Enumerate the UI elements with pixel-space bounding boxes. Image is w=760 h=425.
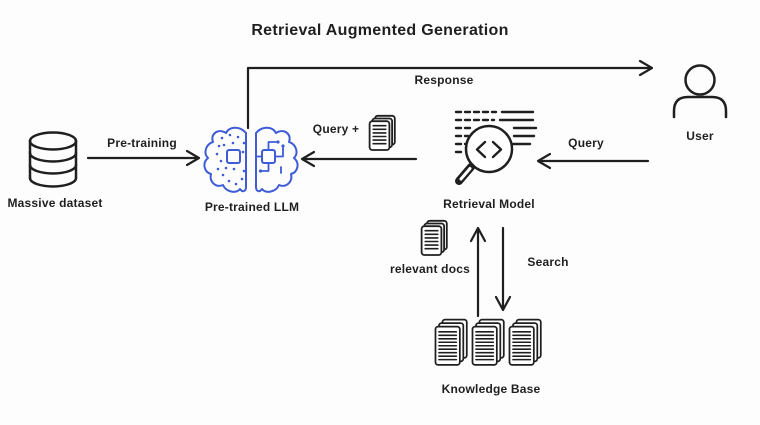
database-icon <box>28 131 78 188</box>
pretrained-llm-label: Pre-trained LLM <box>204 200 300 214</box>
response-arrow <box>246 59 654 130</box>
query-arrow <box>536 152 650 170</box>
search-label: Search <box>527 255 569 269</box>
query-plus-label: Query + <box>312 122 360 136</box>
query-plus-arrow <box>300 150 418 168</box>
relevant-docs-icon <box>420 219 448 256</box>
response-label: Response <box>414 73 474 87</box>
massive-dataset-label: Massive dataset <box>7 196 103 210</box>
relevant-docs-label: relevant docs <box>390 262 470 276</box>
search-code-icon <box>454 110 538 185</box>
person-icon <box>672 64 728 119</box>
brain-circuit-icon <box>203 126 299 193</box>
knowledge-base-icon <box>434 318 542 366</box>
knowledge-base-label: Knowledge Base <box>441 382 541 396</box>
pre-training-arrow <box>86 149 201 167</box>
user-label: User <box>686 129 714 143</box>
retrieval-model-label: Retrieval Model <box>443 197 535 211</box>
page-title: Retrieval Augmented Generation <box>251 22 509 39</box>
query-docs-icon <box>368 114 396 151</box>
search-down-arrow <box>494 226 512 312</box>
retrieve-up-arrow <box>469 226 487 318</box>
query-label: Query <box>568 136 604 150</box>
pre-training-label: Pre-training <box>107 136 177 150</box>
